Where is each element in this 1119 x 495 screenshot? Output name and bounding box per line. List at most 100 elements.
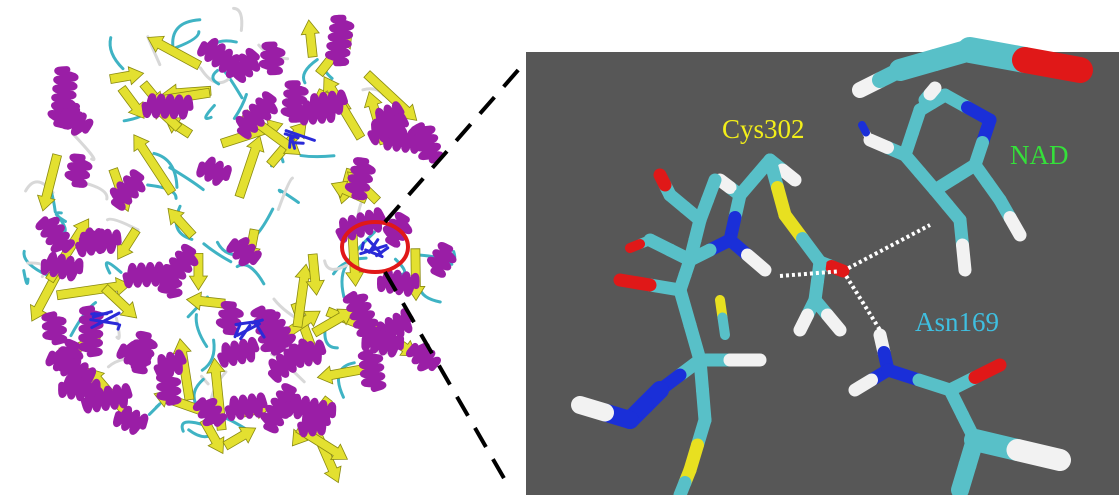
alpha-helix [231, 47, 261, 83]
beta-strand [117, 226, 141, 260]
coil-segment [180, 420, 206, 433]
ligand-stick [90, 311, 121, 330]
coil-segment [104, 261, 123, 275]
alpha-helix [235, 91, 278, 140]
coil-segment [235, 263, 266, 286]
bond-half [713, 173, 737, 194]
alpha-helix [256, 311, 296, 348]
alpha-helix [325, 14, 355, 67]
beta-strand [109, 66, 145, 86]
beta-strand [185, 291, 226, 311]
ligand-stick [359, 243, 388, 256]
coil-segment [323, 259, 349, 271]
bond-half [923, 81, 942, 101]
alpha-helix [125, 330, 158, 375]
alpha-helix [197, 37, 248, 79]
hydrogen-bond [842, 223, 931, 273]
bond-half [613, 273, 657, 292]
alpha-helix [226, 237, 262, 267]
alpha-helix [297, 410, 331, 438]
alpha-helix [153, 349, 187, 380]
alpha-helix [361, 327, 405, 358]
alpha-helix [357, 349, 387, 392]
active-site-highlight-circle [340, 220, 410, 274]
hydrogen-bond [779, 269, 844, 278]
alpha-helix [156, 371, 182, 406]
alpha-helix [75, 228, 109, 258]
beta-strand [167, 207, 197, 240]
coil-segment [22, 269, 30, 286]
coil-segment [147, 402, 162, 416]
coil-segment [211, 69, 221, 86]
coil-segment [71, 132, 96, 162]
bond-half [571, 396, 614, 422]
alpha-helix [344, 157, 376, 201]
ligand-stick [360, 241, 365, 251]
coil-segment [299, 154, 336, 159]
alpha-helix [215, 301, 244, 336]
alpha-helix [367, 112, 409, 146]
alpha-helix [40, 251, 84, 282]
protein-ribbon-cartoon [22, 6, 457, 484]
bond-half [1006, 439, 1071, 471]
beta-strand [36, 153, 63, 212]
hydrogen-bond-lines [779, 223, 931, 332]
alpha-helix [58, 374, 101, 403]
coil-segment [108, 36, 125, 71]
zoom-line-lower [383, 271, 507, 481]
ligand-stick [284, 129, 316, 142]
beta-strand [311, 308, 355, 338]
beta-strand [234, 135, 265, 199]
beta-strand [146, 35, 203, 71]
alpha-helix [122, 261, 166, 289]
bond-half [1012, 47, 1093, 83]
bond-half [741, 248, 772, 277]
alpha-helix [410, 122, 444, 164]
alpha-helix [113, 405, 149, 435]
coil-segment [105, 217, 140, 232]
bond-half [701, 173, 722, 207]
bond-half [1003, 211, 1027, 242]
alpha-helix [224, 392, 268, 421]
alpha-helix [297, 97, 341, 126]
beta-strand [29, 271, 62, 322]
ligand-stick [250, 318, 264, 325]
ligand-stick [288, 134, 293, 149]
beta-strand [133, 134, 177, 196]
bond-half [956, 238, 972, 277]
bond-half [821, 308, 847, 337]
coil-segment [171, 18, 202, 51]
beta-strand [305, 253, 325, 296]
coil-segment [204, 103, 216, 120]
alpha-helix [156, 264, 183, 299]
beta-strand [56, 277, 132, 301]
coil-segment [277, 188, 300, 204]
protein-overview [22, 6, 457, 484]
coil-segment [202, 242, 233, 264]
bond-half [673, 476, 692, 495]
beta-strand [345, 231, 365, 288]
bond-half [858, 121, 870, 137]
beta-strand [222, 426, 257, 451]
ligand-stick [290, 132, 298, 140]
bond-half [653, 168, 672, 192]
ligand-stick [367, 238, 380, 254]
ligand-stick [92, 312, 98, 318]
coil-segment [200, 338, 216, 372]
alpha-helix [109, 169, 146, 211]
ligand-stick [239, 323, 252, 341]
ligand-stick [89, 318, 119, 326]
alpha-helix [51, 66, 79, 109]
alpha-helix [405, 342, 441, 372]
ligand-stick [253, 320, 266, 339]
bond-half [951, 456, 977, 495]
coil-segment [232, 6, 244, 32]
ligand-stick [233, 321, 242, 339]
coil-segment [54, 211, 67, 223]
coil-segment [302, 58, 319, 85]
bond-half [776, 163, 802, 187]
bond-half [926, 88, 952, 109]
alpha-helix [35, 216, 75, 254]
alpha-helix [57, 106, 94, 136]
